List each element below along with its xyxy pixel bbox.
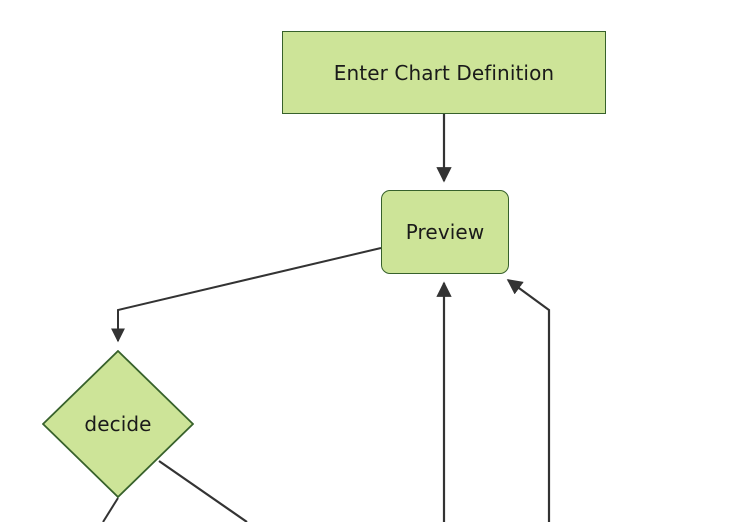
edge-into-preview-bottom-right bbox=[506, 279, 551, 522]
node-preview[interactable]: Preview bbox=[381, 190, 509, 274]
edge-preview-to-decide bbox=[111, 247, 382, 343]
node-decide[interactable]: decide bbox=[42, 350, 194, 498]
node-enter-chart-definition[interactable]: Enter Chart Definition bbox=[282, 31, 606, 114]
node-label: Preview bbox=[405, 220, 485, 244]
diamond-shape bbox=[42, 350, 194, 498]
node-label: decide bbox=[84, 412, 152, 436]
node-label: Enter Chart Definition bbox=[333, 60, 555, 85]
edge-decide-out-right bbox=[158, 460, 248, 522]
edge-decide-out-left bbox=[102, 497, 119, 522]
